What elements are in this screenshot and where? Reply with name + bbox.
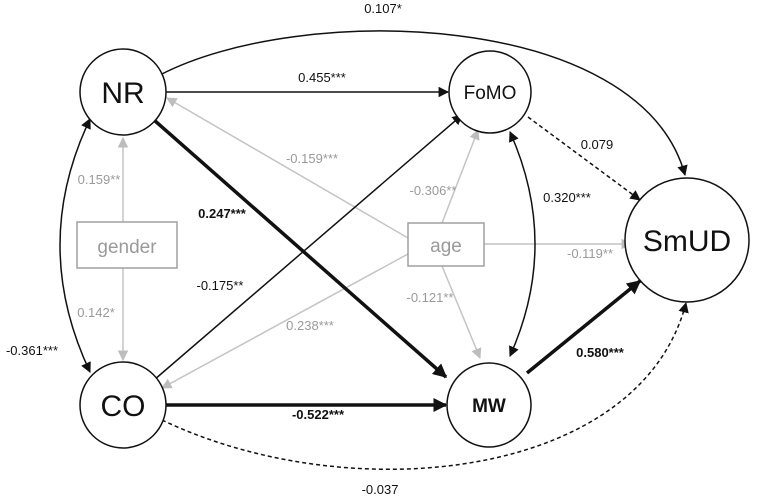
coef-gender-co: 0.142* (77, 305, 115, 320)
coef-age-mw: -0.121** (407, 290, 454, 305)
arrow-age-co (161, 253, 409, 389)
node-nr-label: NR (101, 77, 144, 110)
node-mw-label: MW (472, 396, 506, 417)
arrow-age-nr (166, 97, 409, 239)
coef-fomo-mw: 0.320*** (543, 190, 591, 205)
coef-age-fomo: -0.306** (410, 183, 457, 198)
arrow-age-fomo (441, 129, 480, 224)
coef-co-mw: -0.522*** (292, 407, 345, 422)
arrow-fomo-mw (509, 131, 536, 357)
age-box (407, 222, 485, 267)
node-nr (79, 48, 167, 136)
arrow-mw-smud (525, 279, 642, 375)
coef-age-nr: -0.159*** (286, 151, 338, 166)
coef-age-co: 0.238*** (286, 318, 334, 333)
node-smud-label: SmUD (643, 225, 731, 258)
arrow-nr-smud (159, 30, 688, 177)
age-label: age (430, 236, 462, 257)
node-fomo-label: FoMO (464, 83, 517, 104)
arrow-nr-co (59, 118, 91, 373)
node-mw (446, 362, 532, 448)
coef-mw-smud: 0.580*** (576, 345, 625, 360)
node-co (79, 361, 167, 449)
coef-nr-fomo: 0.455*** (298, 70, 346, 85)
arrow-age-mw (441, 265, 482, 359)
coef-co-smud: -0.037 (362, 482, 399, 497)
coef-nr-co: -0.361*** (6, 343, 58, 358)
gender-label: gender (97, 237, 157, 258)
coef-fomo-smud: 0.079 (581, 137, 614, 152)
coef-nr-mw: 0.247*** (198, 206, 247, 221)
node-co-label: CO (101, 390, 146, 423)
arrow-fomo-smud (527, 116, 641, 201)
node-fomo (448, 50, 532, 134)
coef-nr-smud: 0.107* (364, 1, 402, 16)
coef-age-smud: -0.119** (567, 246, 613, 261)
node-smud (624, 177, 750, 303)
arrow-co-smud (161, 301, 689, 470)
arrow-co-fomo (153, 114, 463, 381)
coef-co-fomo: -0.175** (197, 278, 244, 293)
gender-box (76, 221, 178, 269)
coef-gender-nr: 0.159** (78, 172, 121, 187)
arrow-nr-mw (152, 118, 448, 379)
